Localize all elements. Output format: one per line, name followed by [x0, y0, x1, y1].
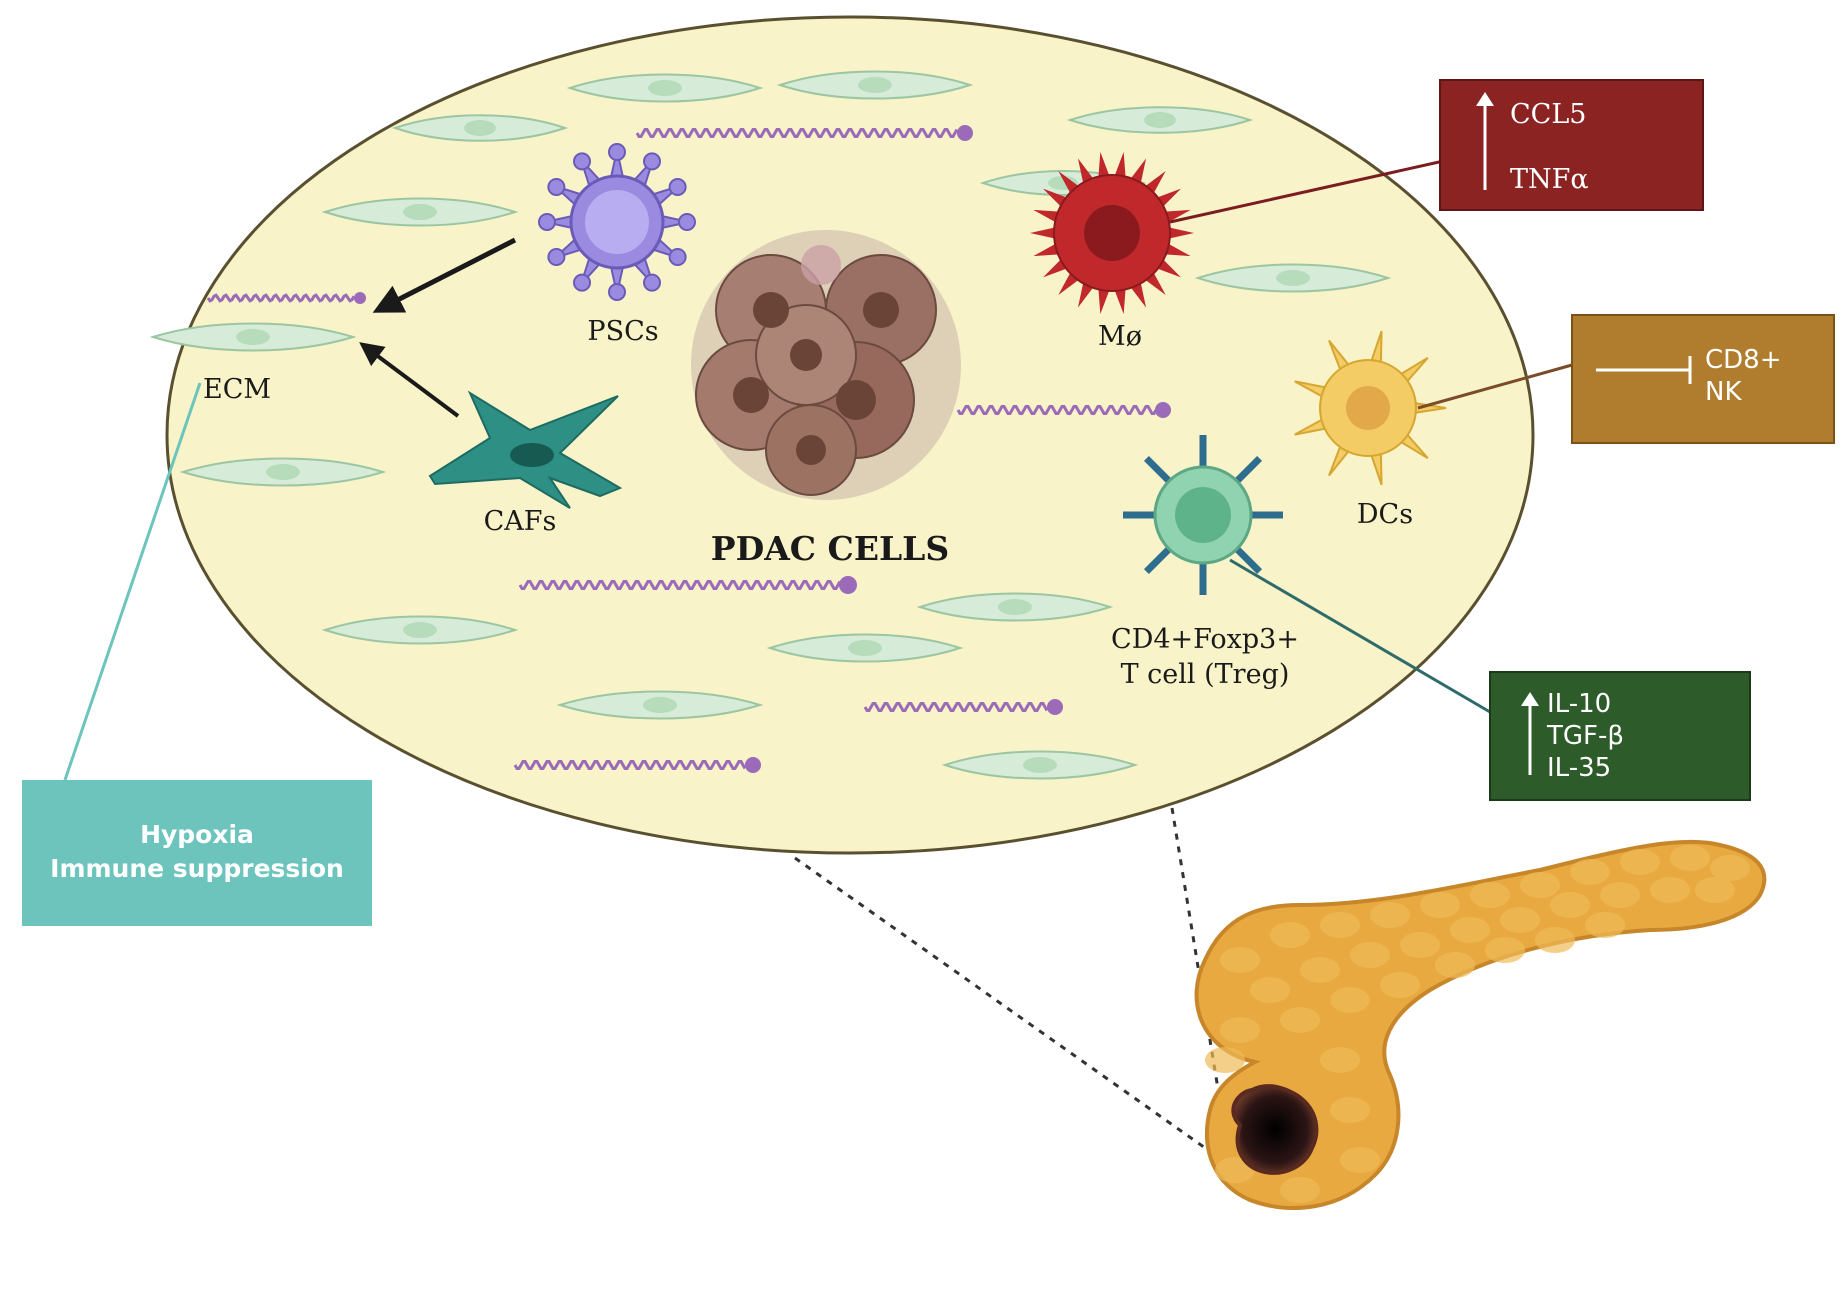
treg-cell-icon	[1123, 435, 1283, 595]
tcr-receptor	[1143, 455, 1174, 486]
pancreas-lobule	[1570, 859, 1610, 885]
treg-label-line2: T cell (Treg)	[1121, 659, 1290, 690]
pdac-cells-cluster-icon	[691, 230, 961, 500]
immune-suppression-label: Immune suppression	[50, 854, 344, 883]
pancreas-lobule	[1270, 922, 1310, 948]
pancreas-lobule	[1500, 907, 1540, 933]
cell-process-tip	[538, 213, 556, 231]
pancreas-lobule	[1370, 902, 1410, 928]
pancreas-lobule	[1450, 917, 1490, 943]
il10-label: IL-10	[1547, 689, 1611, 719]
tcr-receptor	[1232, 455, 1263, 486]
pancreas-lobule	[1620, 849, 1660, 875]
pancreas-lobule	[1250, 977, 1290, 1003]
cell-process-tip	[608, 143, 626, 161]
tcr-receptor	[1232, 544, 1263, 575]
macrophage-cell-icon	[1030, 151, 1194, 315]
dendritic-cell-icon	[1294, 330, 1447, 486]
ecm-connector	[63, 382, 202, 781]
cell-process-tip	[643, 152, 661, 171]
pancreas-lobule	[1380, 972, 1420, 998]
pancreas-lobule	[1300, 957, 1340, 983]
pancreas-lobule	[1320, 1047, 1360, 1073]
pancreas-lobule	[1340, 1147, 1380, 1173]
cell-process-tip	[573, 152, 591, 171]
pancreas-lobule	[1330, 1097, 1370, 1123]
pancreas-lobule	[1220, 947, 1260, 973]
treg-connector	[1229, 558, 1491, 714]
cell-process-tip	[668, 178, 687, 196]
collagen-fibers	[206, 125, 1171, 773]
cell-process-tip	[668, 248, 687, 266]
pancreas-lobule	[1320, 912, 1360, 938]
tumor-mass-icon	[1231, 1084, 1319, 1175]
nk-label: NK	[1705, 377, 1742, 407]
pscs-label: PSCs	[587, 316, 658, 347]
ecm-effect-box: Hypoxia Immune suppression	[22, 780, 372, 926]
tgfb-label: TGF-β	[1546, 721, 1624, 751]
cell-process-tip	[678, 213, 696, 231]
dc-effect-box: CD8+ NK	[1571, 314, 1835, 444]
hypoxia-label: Hypoxia	[140, 820, 254, 849]
dc-connector	[1417, 363, 1573, 410]
up-arrow-icon	[1521, 692, 1539, 775]
macrophage-cytokine-box: CCL5 TNFα	[1439, 79, 1704, 211]
up-arrow-icon	[1476, 92, 1494, 190]
pdac-cells-label: PDAC CELLS	[711, 529, 949, 568]
pancreas-lobule	[1205, 1047, 1245, 1073]
il35-label: IL-35	[1547, 753, 1611, 783]
ccl5-label: CCL5	[1510, 99, 1586, 130]
psc-cell-icon	[538, 143, 696, 301]
treg-label-line1: CD4+Foxp3+	[1111, 624, 1299, 655]
cell-process-tip	[643, 273, 661, 292]
caf-cell-icon	[428, 390, 623, 509]
cell-process	[1163, 226, 1194, 240]
cell-process-tip	[547, 248, 566, 266]
macrophage-label: Mø	[1098, 321, 1142, 352]
pancreas-lobule	[1435, 952, 1475, 978]
caf-to-ecm-arrow	[359, 342, 460, 418]
pancreas-lobule	[1350, 942, 1390, 968]
pancreas-lobule	[1400, 932, 1440, 958]
macrophage-connector	[1169, 158, 1449, 224]
pancreas-lobule	[1550, 892, 1590, 918]
cell-process	[1030, 226, 1061, 240]
pancreas-lobule	[1220, 1017, 1260, 1043]
treg-cytokine-box: IL-10 TGF-β IL-35	[1489, 671, 1751, 801]
psc-to-ecm-arrow	[372, 237, 517, 313]
pancreas-lobule	[1535, 927, 1575, 953]
pancreas-lobule	[1280, 1177, 1320, 1203]
ecm-label: ECM	[203, 374, 271, 405]
ecm-fibroblasts	[149, 70, 1392, 780]
cell-process-tip	[547, 178, 566, 196]
cell-process-tip	[573, 273, 591, 292]
pancreas-lobule	[1585, 912, 1625, 938]
cafs-label: CAFs	[484, 506, 557, 537]
tcr-receptor	[1143, 544, 1174, 575]
pancreas-lobule	[1670, 845, 1710, 871]
cd8-label: CD8+	[1705, 345, 1782, 375]
tnfa-label: TNFα	[1510, 164, 1589, 195]
pancreas-lobule	[1710, 855, 1750, 881]
pancreas-lobule	[1485, 937, 1525, 963]
pancreas-lobule	[1280, 1007, 1320, 1033]
pancreas-lobule	[1695, 877, 1735, 903]
pancreas-lobule	[1600, 882, 1640, 908]
pancreas-organ-icon	[1194, 839, 1767, 1210]
pancreas-lobule	[1470, 882, 1510, 908]
cell-process-tip	[608, 283, 626, 301]
inhibition-arrow-icon	[1596, 356, 1692, 384]
pancreas-lobule	[1650, 877, 1690, 903]
pancreas-lobule	[1420, 892, 1460, 918]
zoom-line-left	[794, 856, 1226, 1164]
pancreas-lobule	[1520, 872, 1560, 898]
dcs-label: DCs	[1357, 499, 1413, 530]
pancreas-lobule	[1330, 987, 1370, 1013]
